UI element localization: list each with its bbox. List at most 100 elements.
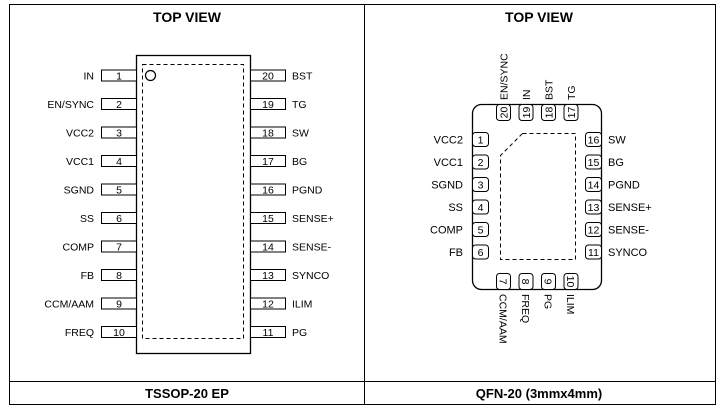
- qfn-pin-number: 15: [588, 157, 600, 169]
- tssop-pin-label: SGND: [64, 185, 95, 197]
- tssop-pin-number: 5: [116, 185, 122, 197]
- tssop-pin-pad: [250, 126, 286, 139]
- tssop-pin-pad: [101, 212, 137, 224]
- qfn-pin-number: 17: [566, 107, 578, 119]
- qfn-pin-pad: [585, 244, 602, 260]
- tssop-pin-pad: [250, 69, 286, 82]
- qfn-pin-label: FREQ: [519, 294, 531, 323]
- qfn-pin-number: 9: [542, 279, 554, 285]
- tssop-pin-label: VCC2: [66, 128, 94, 140]
- tssop-pin-pad: [101, 297, 137, 310]
- tssop-pin-pad: [250, 269, 286, 281]
- qfn-pin-pad: [541, 273, 556, 290]
- qfn-pin-number: 7: [497, 279, 509, 285]
- qfn-pin-label: BST: [544, 79, 556, 100]
- qfn-pin-label: ILIM: [564, 294, 576, 314]
- tssop-pin-pad: [250, 98, 286, 110]
- tssop-pin-number: 1: [116, 71, 122, 83]
- tssop-pin-label: SS: [80, 213, 94, 225]
- qfn-pin-label: PG: [542, 294, 554, 309]
- right-caption: QFN-20 (3mmx4mm): [476, 386, 602, 401]
- tssop-pin-pad: [250, 240, 286, 253]
- tssop-pin-number: 8: [116, 270, 122, 282]
- tssop-pin-pad: [101, 155, 137, 167]
- left-title: TOP VIEW: [153, 9, 222, 25]
- qfn-pin-number: 18: [544, 107, 556, 119]
- qfn-pin-number: 11: [588, 247, 599, 259]
- qfn-pin-number: 20: [499, 107, 511, 119]
- qfn-pin-pad: [585, 222, 602, 237]
- outer-frame: [9, 4, 716, 405]
- qfn-pin-number: 1: [478, 135, 484, 147]
- qfn-pin-number: 14: [588, 180, 600, 192]
- qfn-pin-pad: [563, 104, 579, 121]
- qfn-pin-pad: [563, 273, 579, 290]
- right-title: TOP VIEW: [505, 9, 574, 25]
- qfn-pin-label: VCC2: [434, 135, 463, 147]
- qfn-pin-pad: [472, 199, 489, 215]
- qfn-pin-number: 6: [478, 247, 484, 259]
- tssop-pin-pad: [101, 240, 137, 253]
- qfn-pin-label: EN/SYNC: [499, 53, 511, 100]
- tssop-pin-number: 7: [116, 242, 122, 254]
- qfn-pin-number: 4: [478, 202, 484, 214]
- tssop-pin-number: 18: [262, 128, 274, 140]
- tssop-pin-label: IN: [84, 71, 95, 83]
- qfn-pin-number: 16: [588, 135, 600, 147]
- tssop-pin-number: 9: [116, 299, 122, 311]
- qfn-pin-label: SS: [448, 202, 463, 214]
- qfn-pin-label: SW: [608, 135, 626, 147]
- qfn-pin-pad: [585, 132, 602, 147]
- tssop-pin-number: 4: [116, 156, 122, 168]
- qfn-pin-pad: [472, 222, 489, 237]
- tssop-pin-number: 12: [262, 299, 274, 311]
- qfn-exposed-pad: [500, 133, 576, 260]
- tssop-pins: 1IN2EN/SYNC3VCC24VCC15SGND6SS7COMP8FB9CC…: [44, 69, 334, 339]
- qfn-pin-pad: [496, 273, 511, 290]
- tssop-pin-pad: [101, 326, 137, 338]
- tssop-pin-label: BST: [292, 71, 313, 83]
- qfn-pin-label: IN: [521, 90, 533, 101]
- tssop-pin-number: 15: [262, 213, 274, 225]
- qfn-pin-label: SENSE-: [608, 225, 649, 237]
- tssop-pin-number: 14: [262, 242, 274, 254]
- qfn-pin-pad: [585, 199, 602, 215]
- tssop-pin-label: SW: [292, 128, 309, 140]
- tssop-pin-pad: [101, 98, 137, 110]
- tssop-exposed-pad: [142, 64, 244, 339]
- qfn-pin-label: BG: [608, 157, 624, 169]
- tssop-pin-number: 6: [116, 213, 122, 225]
- qfn-pin-pad: [472, 154, 489, 170]
- tssop-pin-number: 11: [263, 327, 274, 339]
- qfn-pin-number: 2: [478, 157, 484, 169]
- qfn-pin-number: 19: [521, 107, 533, 119]
- tssop-pin-number: 16: [262, 185, 274, 197]
- qfn-pin-pad: [472, 177, 489, 192]
- tssop-pin-label: COMP: [63, 242, 95, 254]
- tssop-pin-number: 2: [116, 99, 122, 111]
- qfn-pin-label: PGND: [608, 180, 640, 192]
- qfn-pin-pad: [518, 273, 534, 290]
- tssop-pin-label: ILIM: [292, 299, 312, 311]
- tssop-pin-pad: [250, 212, 286, 224]
- tssop-body: [135, 54, 252, 355]
- tssop-pin-pad: [250, 326, 286, 338]
- tssop-pin-label: TG: [292, 99, 307, 111]
- tssop-pin-label: EN/SYNC: [47, 99, 94, 111]
- tssop-pin-label: PG: [292, 327, 307, 339]
- qfn-pin-pad: [518, 104, 534, 121]
- tssop-pin-label: VCC1: [66, 156, 94, 168]
- tssop-pin-label: SENSE-: [292, 242, 332, 254]
- tssop-pin-number: 13: [262, 270, 274, 282]
- qfn-pin-pad: [496, 104, 511, 121]
- qfn-pin-pad: [472, 244, 489, 260]
- tssop-pin-label: FREQ: [65, 327, 94, 339]
- tssop-pin-label: CCM/AAM: [44, 299, 94, 311]
- qfn-pin-label: COMP: [430, 225, 463, 237]
- qfn-pin-label: FB: [449, 247, 463, 259]
- qfn-pin-pad: [541, 104, 556, 121]
- tssop-pin-pad: [101, 269, 137, 281]
- qfn-pin-label: SYNCO: [608, 247, 648, 259]
